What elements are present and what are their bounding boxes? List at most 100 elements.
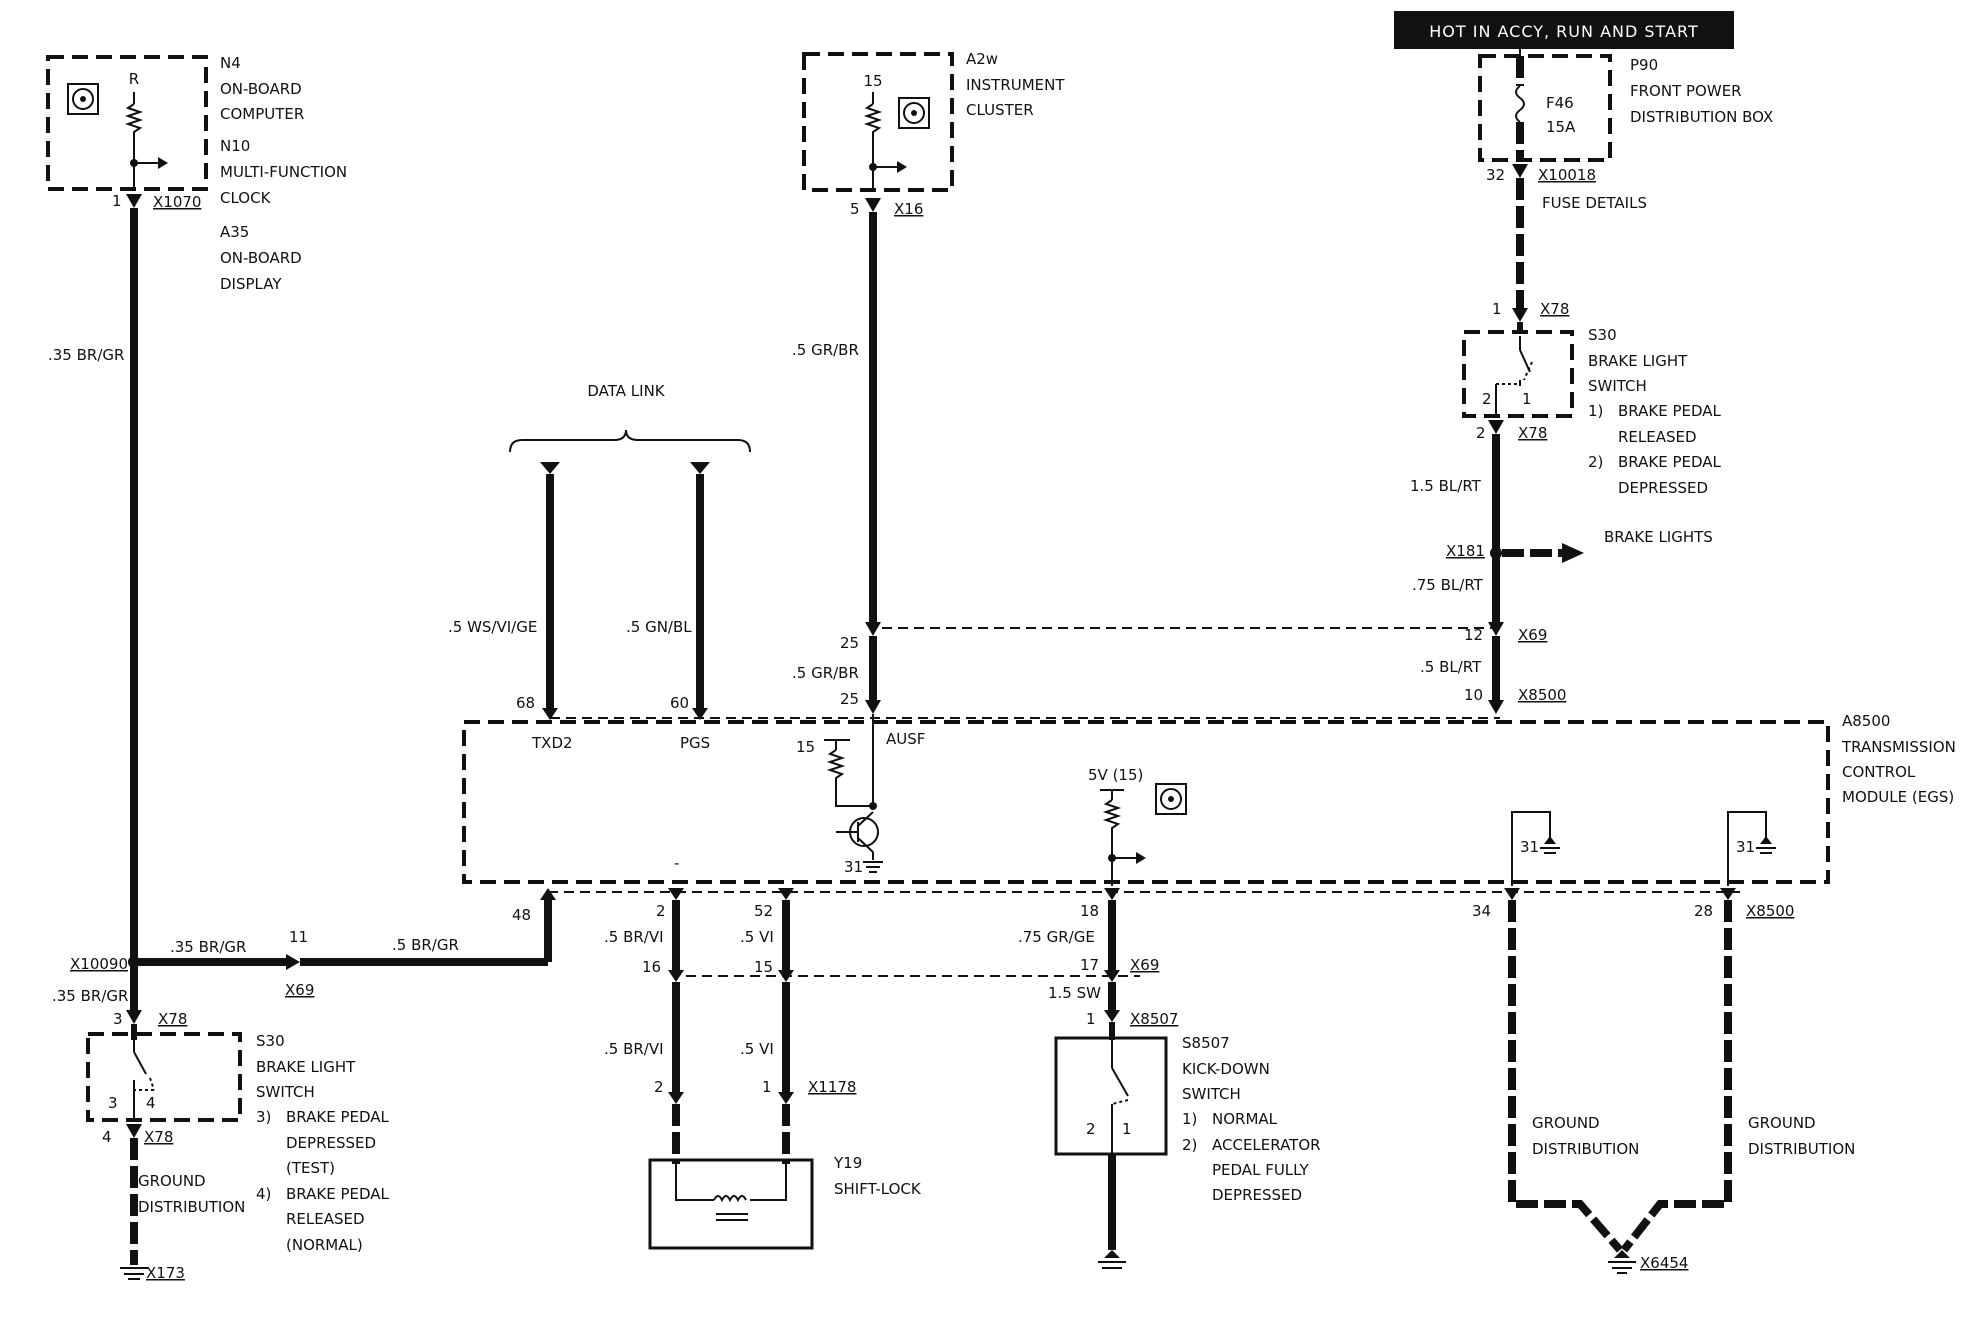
connector-x78-c: X78 <box>158 1010 187 1028</box>
a2w-box <box>802 52 954 192</box>
wire-label-15-sw: 1.5 SW <box>1048 984 1101 1002</box>
n4-box <box>46 55 208 191</box>
s30-left-label-10: RELEASED <box>286 1210 365 1228</box>
wire-label-35-brgr-b: .35 BR/GR <box>170 938 246 956</box>
y19-box <box>648 1158 814 1250</box>
pin-txd2: TXD2 <box>531 734 573 752</box>
a2w-label-1: A2w <box>966 50 998 68</box>
wire-label-5-gnbl: .5 GN/BL <box>626 618 692 636</box>
pin-ausf: AUSF <box>886 730 925 748</box>
s30-left-box <box>86 1032 242 1122</box>
solenoid-coil-icon <box>713 1195 747 1203</box>
fuse-f46-icon <box>1515 85 1525 123</box>
connector-x8507: X8507 <box>1130 1010 1178 1028</box>
a8500-kickdown-resistor <box>1102 799 1122 886</box>
pin-10: 10 <box>1464 686 1483 704</box>
connector-x173: X173 <box>146 1264 185 1282</box>
s30-left-label-4: 3) <box>256 1108 271 1126</box>
pin-25-b: 25 <box>840 690 859 708</box>
ground-icon-x173 <box>120 1267 148 1280</box>
pin-34: 34 <box>1472 902 1491 920</box>
wire-ground-28 <box>1620 900 1732 1253</box>
s8507-contact <box>1111 1067 1129 1097</box>
connector-x69-a: X69 <box>1518 626 1547 644</box>
pin-2-y19: 2 <box>654 1078 664 1096</box>
s8507-label-2: KICK-DOWN <box>1182 1060 1270 1078</box>
s30-right-label-5: BRAKE PEDAL <box>1618 402 1722 420</box>
brake-lights-label: BRAKE LIGHTS <box>1604 528 1713 546</box>
p90-box <box>1478 54 1612 162</box>
wire-label-5-blrt: .5 BL/RT <box>1420 658 1482 676</box>
s30-right-label-7: 2) <box>1588 453 1603 471</box>
pin-3-s30: 3 <box>108 1094 118 1112</box>
ground-icon-31b <box>1756 836 1776 854</box>
n4-label-line-4: N10 <box>220 137 250 155</box>
pin-12: 12 <box>1464 626 1483 644</box>
connector-x8500-a: X8500 <box>1518 686 1566 704</box>
data-link-bracket <box>509 429 751 453</box>
pin-60: 60 <box>670 694 689 712</box>
a8500-label-1: A8500 <box>1842 712 1890 730</box>
s30-left-label-9: BRAKE PEDAL <box>286 1185 390 1203</box>
wire-label-5-wsvige: .5 WS/VI/GE <box>448 618 537 636</box>
pin-31-b: 31 <box>1736 838 1755 856</box>
s8507-label-5: NORMAL <box>1212 1110 1278 1128</box>
brake-lights-arrow-icon <box>1562 543 1584 563</box>
n4-label-line-1: N4 <box>220 54 241 72</box>
p90-label-2: FRONT POWER <box>1630 82 1742 100</box>
s30-right-label-4: 1) <box>1588 402 1603 420</box>
s30-left-label-11: (NORMAL) <box>286 1236 363 1254</box>
a8500-label-4: MODULE (EGS) <box>1842 788 1954 806</box>
ground-trace-34 <box>1511 811 1551 886</box>
connector-x1070: X1070 <box>153 193 201 211</box>
connector-x78-a: X78 <box>1540 300 1569 318</box>
pin-dash: - <box>674 854 679 872</box>
pin-32: 32 <box>1486 166 1505 184</box>
a8500-internal-resistor <box>826 749 873 807</box>
y19-shift-lock: Y19 SHIFT-LOCK <box>648 1154 922 1250</box>
pin-1-n4: 1 <box>112 192 122 210</box>
s30-left-label-3: SWITCH <box>256 1083 315 1101</box>
steering-wheel-icon <box>1155 783 1187 815</box>
pin-31-a: 31 <box>1520 838 1539 856</box>
connector-x10090: X10090 <box>70 955 128 973</box>
wire-label-5-brvi-b: .5 BR/VI <box>604 1040 664 1058</box>
pin-4-x78: 4 <box>102 1128 112 1146</box>
pin-18: 18 <box>1080 902 1099 920</box>
data-link: DATA LINK .5 WS/VI/GE .5 GN/BL 68 60 <box>448 382 751 720</box>
connector-x1178: X1178 <box>808 1078 856 1096</box>
connector-x8500-b: X8500 <box>1746 902 1794 920</box>
wire-label-5-vi-b: .5 VI <box>740 1040 774 1058</box>
connector-x69-c: X69 <box>1130 956 1159 974</box>
s30-left-label-1: S30 <box>256 1032 285 1050</box>
n4-label-line-8: ON-BOARD <box>220 249 302 267</box>
pin-17: 17 <box>1080 956 1099 974</box>
s8507-label-7: ACCELERATOR <box>1212 1136 1321 1154</box>
pin-1-y19: 1 <box>762 1078 772 1096</box>
s30-right-label-1: S30 <box>1588 326 1617 344</box>
connector-x78-b: X78 <box>1518 424 1547 442</box>
p90-label-1: P90 <box>1630 56 1658 74</box>
ground-icon-31a <box>1540 836 1560 854</box>
y19-label-1: Y19 <box>833 1154 862 1172</box>
pin-1-s8507: 1 <box>1122 1120 1132 1138</box>
pin-15-a2w: 15 <box>863 72 882 90</box>
ground-icon-x6454 <box>1608 1250 1636 1274</box>
fuse-f46-label: F46 <box>1546 94 1574 112</box>
s30-right-box <box>1462 330 1574 418</box>
pin-2: 2 <box>656 902 666 920</box>
pin-1-x78: 1 <box>1492 300 1502 318</box>
pin-68: 68 <box>516 694 535 712</box>
steering-wheel-icon <box>67 83 99 115</box>
pin-1-s30: 1 <box>1522 390 1532 408</box>
n4-label-line-3: COMPUTER <box>220 105 304 123</box>
s30-right-label-3: SWITCH <box>1588 377 1647 395</box>
ground-mid-label-1: GROUND <box>1532 1114 1600 1132</box>
s30-right-label-2: BRAKE LIGHT <box>1588 352 1688 370</box>
pin-pgs: PGS <box>680 734 710 752</box>
n4-onboard-computer: R N4 ON-BOARD COMPUTER N10 MULTI-FUNCTIO… <box>46 54 347 293</box>
a2w-label-3: CLUSTER <box>966 101 1034 119</box>
pin-2-x78: 2 <box>1476 424 1486 442</box>
